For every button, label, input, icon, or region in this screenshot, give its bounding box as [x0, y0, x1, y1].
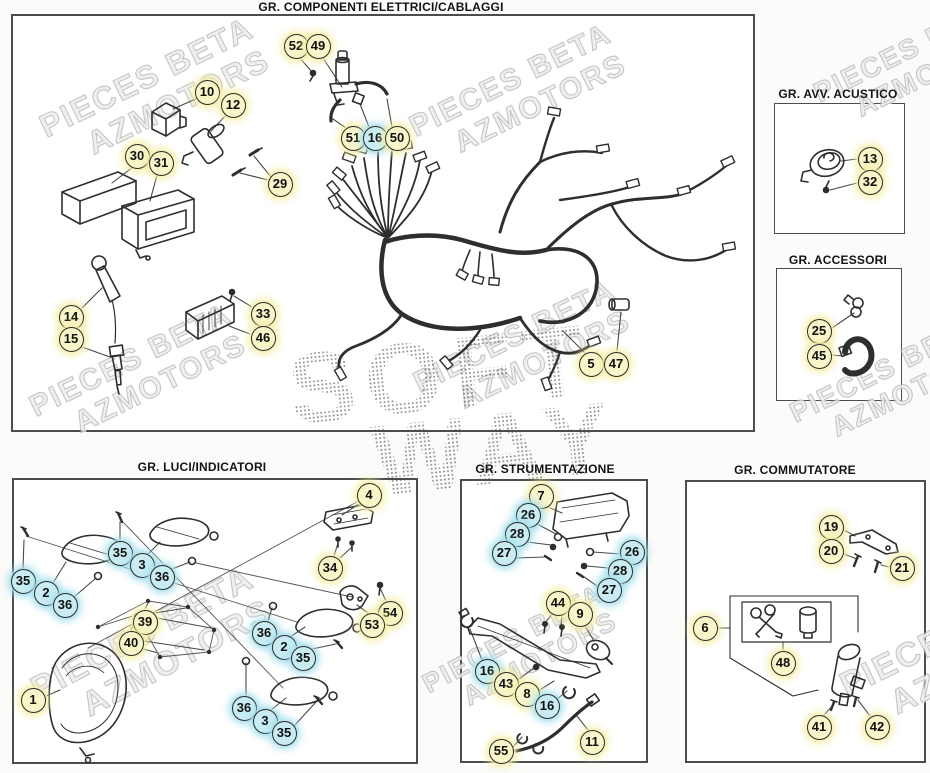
callout-21: 21 [889, 555, 915, 581]
callout-42: 42 [864, 714, 890, 740]
callout-34: 34 [317, 555, 343, 581]
callout-48: 48 [770, 650, 796, 676]
callout-25: 25 [806, 318, 832, 344]
callout-35: 35 [10, 568, 36, 594]
callout-14: 14 [58, 304, 84, 330]
callout-29: 29 [267, 171, 293, 197]
callout-9: 9 [567, 601, 593, 627]
callout-35: 35 [271, 720, 297, 746]
callout-20: 20 [818, 538, 844, 564]
callout-46: 46 [250, 325, 276, 351]
callout-16: 16 [534, 693, 560, 719]
callout-40: 40 [118, 630, 144, 656]
callout-1: 1 [20, 687, 46, 713]
callout-39: 39 [132, 609, 158, 635]
panel-title-electrical: GR. COMPONENTI ELETTRICI/CABLAGGI [258, 0, 504, 14]
callout-11: 11 [579, 729, 605, 755]
callout-15: 15 [58, 326, 84, 352]
panel-title-accessories: GR. ACCESSORI [788, 253, 888, 267]
callout-49: 49 [305, 33, 331, 59]
callout-35: 35 [107, 540, 133, 566]
callout-12: 12 [220, 92, 246, 118]
callout-55: 55 [488, 738, 514, 764]
callout-36: 36 [52, 592, 78, 618]
callout-19: 19 [818, 514, 844, 540]
panel-title-commutator: GR. COMMUTATORE [734, 463, 856, 477]
callout-6: 6 [692, 615, 718, 641]
callout-5: 5 [578, 351, 604, 377]
callout-27: 27 [596, 577, 622, 603]
callout-32: 32 [857, 169, 883, 195]
callout-13: 13 [857, 146, 883, 172]
callout-16: 16 [362, 125, 388, 151]
callout-27: 27 [491, 540, 517, 566]
callout-47: 47 [603, 351, 629, 377]
panel-title-horn: GR. AVV. ACUSTICO [778, 87, 898, 101]
callout-41: 41 [806, 714, 832, 740]
callout-33: 33 [250, 301, 276, 327]
callout-52: 52 [283, 33, 309, 59]
callout-31: 31 [148, 150, 174, 176]
panel-title-instruments: GR. STRUMENTAZIONE [475, 462, 615, 476]
callout-50: 50 [384, 125, 410, 151]
callout-35: 35 [290, 645, 316, 671]
callout-45: 45 [806, 343, 832, 369]
callout-36: 36 [149, 564, 175, 590]
callout-44: 44 [545, 590, 571, 616]
panel-title-lights: GR. LUCI/INDICATORI [137, 460, 267, 474]
callout-4: 4 [356, 482, 382, 508]
callout-10: 10 [194, 79, 220, 105]
callout-53: 53 [359, 612, 385, 638]
callout-51: 51 [340, 125, 366, 151]
callout-30: 30 [124, 143, 150, 169]
